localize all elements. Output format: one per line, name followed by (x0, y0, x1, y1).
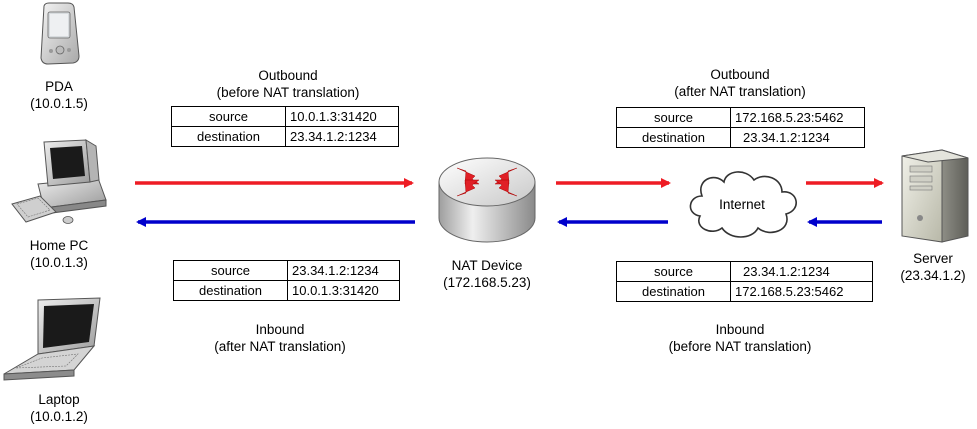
router-icon (438, 157, 536, 243)
table-row: destination 172.168.5.23:5462 (616, 281, 873, 302)
table-key: destination (616, 127, 731, 148)
table-value: 23.34.1.2:1234 (285, 126, 399, 147)
table-row: source 172.168.5.23:5462 (616, 107, 865, 128)
outbound-after-title: Outbound (710, 67, 770, 82)
pda-icon (40, 2, 80, 65)
table-value: 10.0.1.3:31420 (285, 106, 399, 127)
internet-label: Internet (719, 197, 765, 212)
inbound-before-title: Inbound (715, 322, 765, 337)
laptop-icon (3, 297, 101, 381)
nat-device-ip: (172.168.5.23) (443, 275, 531, 290)
table-row: destination 23.34.1.2:1234 (616, 127, 865, 148)
outbound-before-title: Outbound (258, 68, 318, 83)
desktop-pc-icon (11, 139, 107, 224)
outbound-after-table: source 172.168.5.23:5462 destination 23.… (616, 107, 865, 148)
server-name: Server (913, 251, 953, 266)
inbound-after-title: Inbound (255, 322, 305, 337)
home-pc-name: Home PC (29, 238, 89, 253)
cloud-icon (689, 171, 797, 238)
table-key: source (171, 106, 286, 127)
pda-name: PDA (45, 79, 73, 94)
server-icon (901, 149, 969, 243)
table-key: source (616, 261, 731, 282)
inbound-before-table: source 23.34.1.2:1234 destination 172.16… (616, 261, 873, 302)
outbound-before-table: source 10.0.1.3:31420 destination 23.34.… (171, 106, 399, 147)
inbound-after-table: source 23.34.1.2:1234 destination 10.0.1… (173, 260, 400, 301)
table-row: source 23.34.1.2:1234 (173, 260, 400, 281)
pda-ip: (10.0.1.5) (30, 96, 88, 111)
table-key: destination (171, 126, 286, 147)
table-key: source (173, 260, 288, 281)
inbound-after-subtitle: (after NAT translation) (214, 339, 346, 354)
table-value: 172.168.5.23:5462 (730, 281, 873, 302)
table-row: source 10.0.1.3:31420 (171, 106, 399, 127)
table-value: 10.0.1.3:31420 (287, 280, 400, 301)
nat-device-name: NAT Device (451, 258, 523, 273)
table-value: 23.34.1.2:1234 (287, 260, 400, 281)
laptop-name: Laptop (38, 392, 80, 407)
table-row: source 23.34.1.2:1234 (616, 261, 873, 282)
table-key: source (616, 107, 731, 128)
inbound-before-subtitle: (before NAT translation) (668, 339, 812, 354)
table-key: destination (616, 281, 731, 302)
table-value: 172.168.5.23:5462 (730, 107, 865, 128)
laptop-ip: (10.0.1.2) (30, 409, 88, 424)
table-key: destination (173, 280, 288, 301)
table-value: 23.34.1.2:1234 (730, 261, 873, 282)
table-row: destination 10.0.1.3:31420 (173, 280, 400, 301)
home-pc-ip: (10.0.1.3) (30, 255, 88, 270)
table-row: destination 23.34.1.2:1234 (171, 126, 399, 147)
outbound-before-subtitle: (before NAT translation) (216, 85, 360, 100)
outbound-after-subtitle: (after NAT translation) (674, 84, 806, 99)
server-ip: (23.34.1.2) (900, 268, 966, 283)
table-value: 23.34.1.2:1234 (730, 127, 865, 148)
